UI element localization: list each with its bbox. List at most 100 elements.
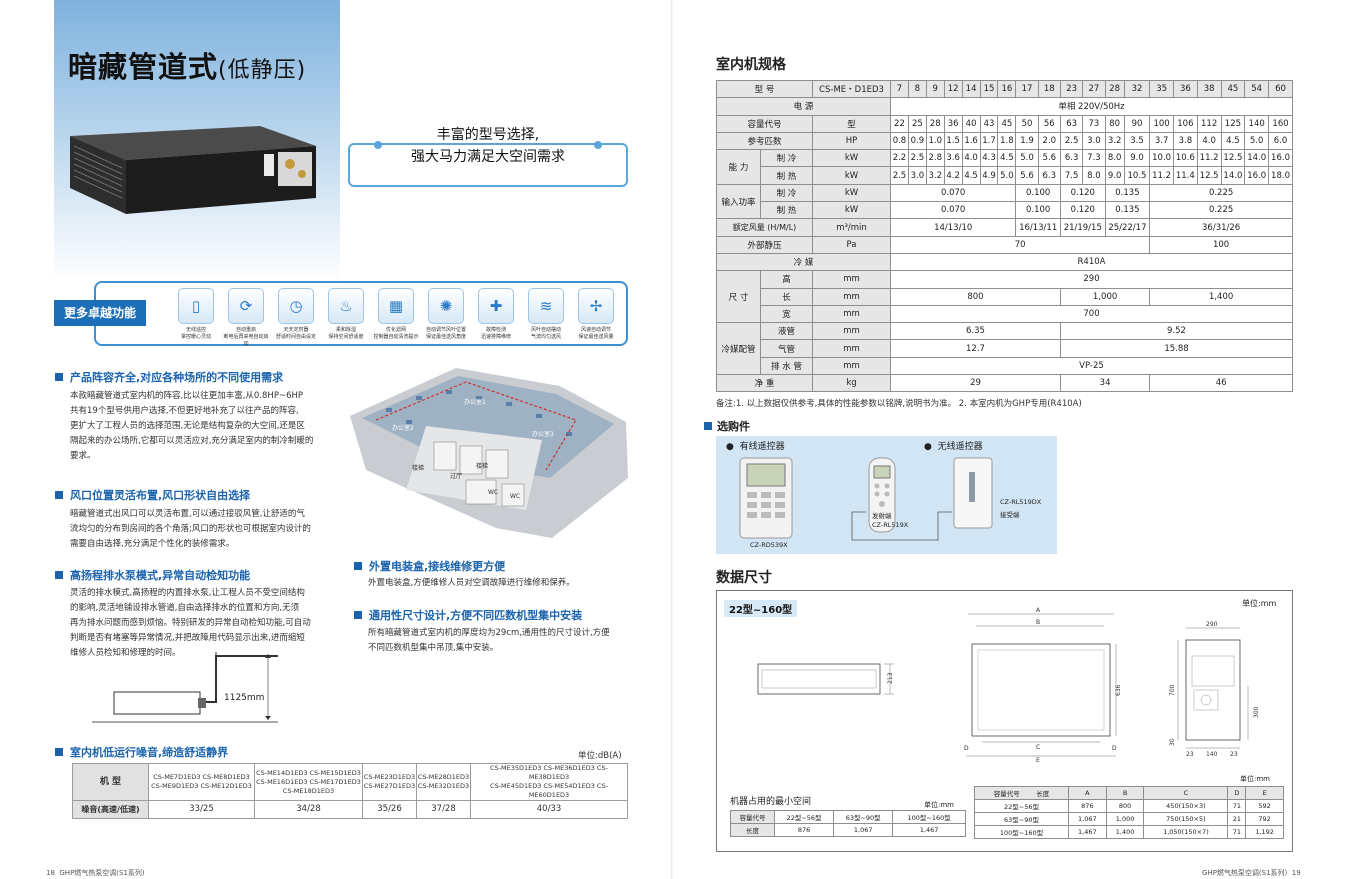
spec-cell: 6.3 <box>1037 166 1061 185</box>
spec-value: 0.120 <box>1059 183 1106 203</box>
spec-value: R410A <box>890 252 1293 272</box>
spec-value: 0.100 <box>1015 201 1061 220</box>
spec-value: 15.88 <box>1059 339 1294 358</box>
size-cell: 876 <box>1068 799 1107 813</box>
spec-value: 0.070 <box>889 183 1017 203</box>
feature-item: ▦优化滤网控制器自动清洗提示 <box>372 288 420 341</box>
wireless-transmitter-image <box>868 457 896 533</box>
noise-value: 37/28 <box>416 800 471 819</box>
spec-cell: 73 <box>1082 114 1106 133</box>
spec-label: 外部静压 <box>716 235 813 254</box>
size-cell: 22型~56型 <box>974 799 1069 813</box>
spec-cell: 17 <box>1015 79 1039 99</box>
spec-cell: 45 <box>1220 79 1246 99</box>
spec-value: 21/19/15 <box>1059 218 1106 237</box>
dim-label: 636 <box>1115 684 1122 696</box>
size-cell: 750(150×5) <box>1143 812 1229 826</box>
section-text: 灵活的排水模式,高扬程的内置排水泵,让工程人员不受空间结构的影响,灵活地铺设排水… <box>70 588 311 658</box>
spec-cell: 16.0 <box>1268 149 1293 168</box>
min-cell: 1,067 <box>833 823 894 837</box>
callout-text: 丰富的型号选择, 强大马力满足大空间需求 <box>411 127 565 165</box>
dim-label: 300 <box>1253 706 1260 718</box>
spec-cell: 12 <box>943 79 963 99</box>
plan-label: WC <box>510 493 520 500</box>
spec-cell: 11.2 <box>1196 149 1222 168</box>
spec-model-code: CS-ME・D1ED3 <box>812 79 891 99</box>
spec-sublabel: 长 <box>760 287 813 306</box>
features-label: 更多卓越功能 <box>54 300 146 326</box>
spec-cell: 8.0 <box>1104 149 1125 168</box>
drain-pump-diagram: 1125mm <box>92 652 278 723</box>
spec-cell: 15 <box>979 79 999 99</box>
spec-value: 0.120 <box>1059 201 1106 220</box>
spec-cell: 5.0 <box>1244 131 1270 151</box>
spec-unit: HP <box>812 131 891 151</box>
spec-cell: 3.2 <box>925 166 945 185</box>
page-title: 暗藏管道式(低静压) <box>68 50 307 84</box>
size-cell: 800 <box>1105 799 1145 813</box>
spec-sublabel: 气管 <box>760 339 813 358</box>
spec-value: 9.52 <box>1059 322 1294 341</box>
section-text: 外置电装盒,方便维修人员对空调故障进行维修和保养。 <box>368 578 575 588</box>
wired-model: CZ-RD539X <box>750 541 788 549</box>
plan-label: 楼梯 <box>476 462 488 470</box>
receiver-label: 接受端 <box>1000 511 1020 519</box>
restart-icon: ⟳ <box>228 288 264 324</box>
spec-cell: 2.0 <box>1037 131 1061 151</box>
spec-sublabel: 液管 <box>760 322 813 341</box>
spec-label: 输入功率 <box>716 183 761 220</box>
section-text: 暗藏管道式出风口可以灵活布置,可以通过接驳风管,让舒适的气流均匀的分布到房间的各… <box>70 509 311 549</box>
min-header: 长度 <box>730 823 775 837</box>
spec-cell: 7.5 <box>1059 166 1084 185</box>
left-page: 暗藏管道式(低静压) 丰富的型号选择, 强大马力满足大空间需求 更多卓越功能 ▯… <box>0 0 672 879</box>
spec-cell: 5.6 <box>1015 166 1039 185</box>
spec-value: 1,000 <box>1059 287 1151 306</box>
spec-sublabel: 高 <box>760 270 813 289</box>
size-cell: 1,467 <box>1068 825 1107 839</box>
spec-cell: 45 <box>997 114 1017 133</box>
section-title: 通用性尺寸设计,方便不同匹数机型集中安装 <box>354 607 582 623</box>
spec-cell: 7 <box>890 79 909 99</box>
size-header: A <box>1068 786 1107 800</box>
spec-cell: 43 <box>979 114 999 133</box>
spec-cell: 1.0 <box>925 131 945 151</box>
spec-cell: 1.5 <box>943 131 963 151</box>
min-cell: 876 <box>773 823 835 837</box>
size-cell: 1,000 <box>1105 812 1145 826</box>
spec-cell: 3.6 <box>943 149 963 168</box>
spec-unit: mm <box>812 322 891 341</box>
feature-item: ▯无线遥控掌控暖心灵动 <box>172 288 220 341</box>
page-spine <box>671 0 673 879</box>
receiver-model: CZ-RL519DX <box>1000 498 1042 506</box>
spec-note: 备注:1. 以上数据仅供参考,具体的性能参数以铭牌,说明书为准。 2. 本室内机… <box>716 399 1082 409</box>
spec-cell: 4.5 <box>1220 131 1246 151</box>
spec-cell: 8.0 <box>1082 166 1106 185</box>
spec-cell: 14.0 <box>1220 166 1246 185</box>
spec-unit: mm <box>812 287 891 306</box>
options-title: 选购件 <box>704 418 750 434</box>
size-header: D <box>1227 786 1247 800</box>
plan-label: 办公室3 <box>532 430 554 438</box>
spec-value: 70 <box>889 235 1151 254</box>
spec-cell: 6.0 <box>1268 131 1293 151</box>
spec-unit: mm <box>812 270 891 289</box>
transmitter-label: 发射端 <box>872 512 892 520</box>
spec-cell: 4.5 <box>961 166 981 185</box>
dim-label: 140 <box>1206 751 1218 758</box>
wind-icon: ≋ <box>528 288 564 324</box>
filter-icon: ▦ <box>378 288 414 324</box>
spec-value: 0.225 <box>1149 183 1293 203</box>
dim-label: 23 <box>1230 751 1238 758</box>
plan-label: WC <box>488 489 498 496</box>
size-header: B <box>1105 786 1145 800</box>
spec-label: 能 力 <box>716 149 761 185</box>
fan-icon: ✢ <box>578 288 614 324</box>
callout-frame <box>348 141 628 187</box>
spec-cell: 0.8 <box>890 131 909 151</box>
top-view-drawing: A B C E D D 636 <box>964 607 1122 764</box>
size-cell: 792 <box>1245 812 1284 826</box>
spec-cell: 2.8 <box>925 149 945 168</box>
spec-cell: 10.6 <box>1172 149 1198 168</box>
